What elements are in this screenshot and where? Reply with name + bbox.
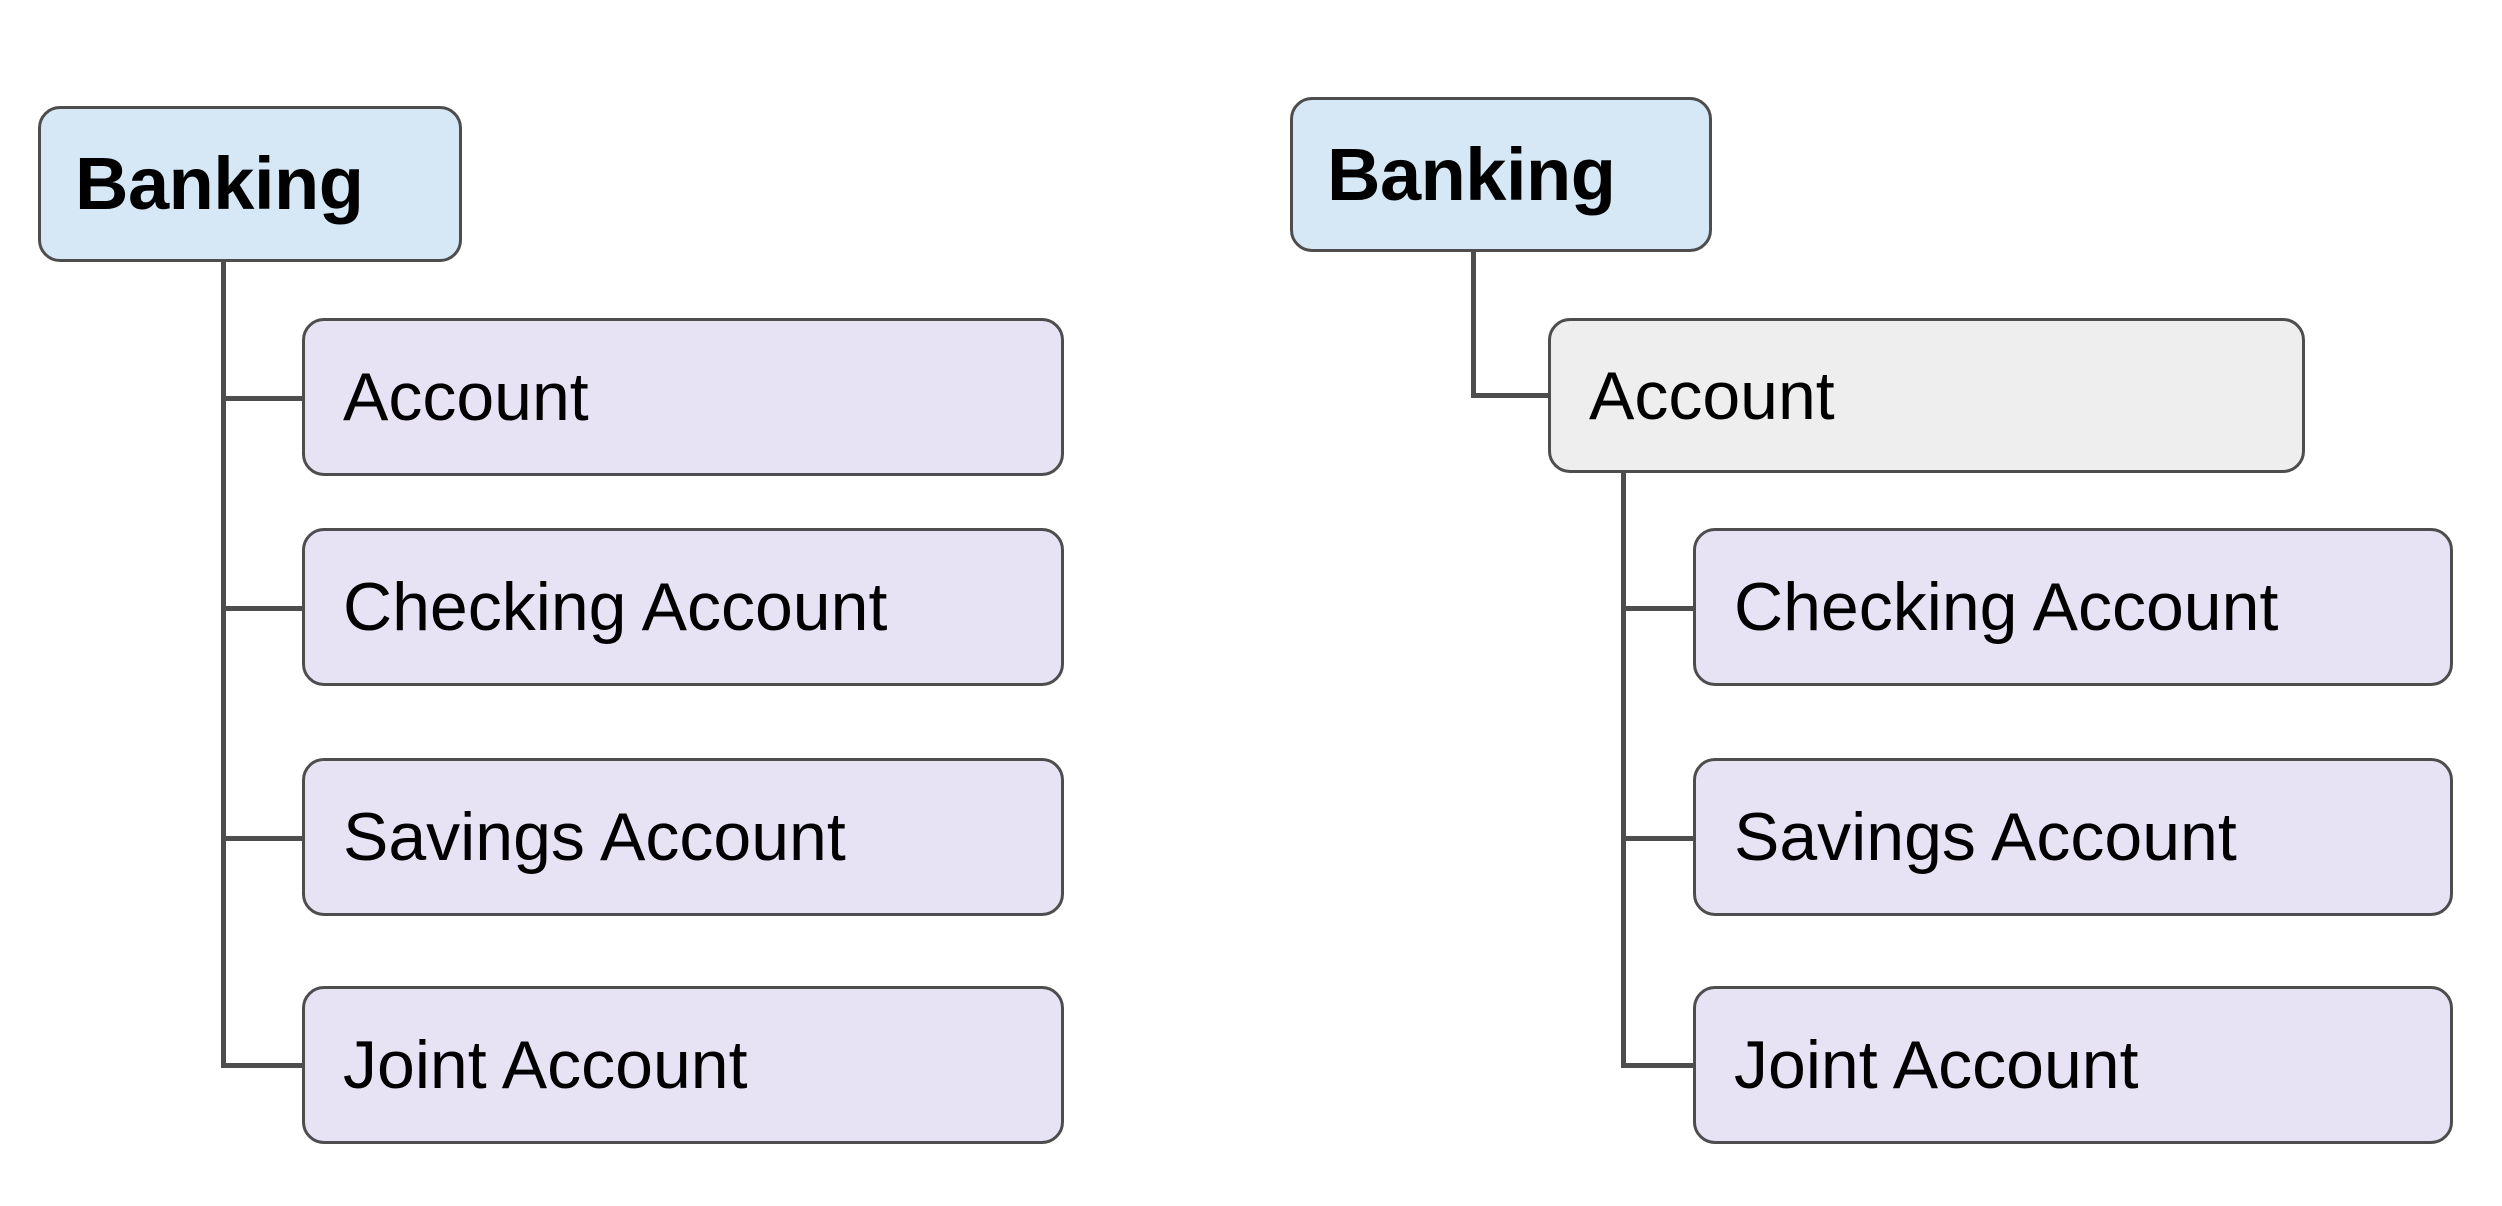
flat-node-savings-account[interactable]: Savings Account <box>302 758 1064 916</box>
nested-node-account-label: Account <box>1589 357 1835 434</box>
nested-edge-to-joint-account <box>1621 1063 1697 1068</box>
flat-edge-to-joint-account <box>221 1063 304 1068</box>
nested-edge-to-savings-account <box>1621 836 1697 841</box>
flat-node-account[interactable]: Account <box>302 318 1064 476</box>
nested-edge-banking-to-account <box>1471 393 1551 398</box>
flat-node-joint-account[interactable]: Joint Account <box>302 986 1064 1144</box>
nested-node-joint-account[interactable]: Joint Account <box>1693 986 2453 1144</box>
flat-node-account-label: Account <box>343 359 589 435</box>
nested-edge-banking-vertical <box>1471 252 1476 397</box>
flat-edge-to-checking-account <box>221 606 304 611</box>
flat-edge-to-account <box>221 396 304 401</box>
flat-node-banking-label: Banking <box>75 142 364 225</box>
nested-node-checking-account[interactable]: Checking Account <box>1693 528 2453 686</box>
nested-node-savings-account[interactable]: Savings Account <box>1693 758 2453 916</box>
flat-edge-to-savings-account <box>221 836 304 841</box>
nested-edge-to-checking-account <box>1621 606 1697 611</box>
nested-node-account[interactable]: Account <box>1548 318 2305 473</box>
nested-node-joint-account-label: Joint Account <box>1734 1027 2139 1103</box>
flat-node-checking-account[interactable]: Checking Account <box>302 528 1064 686</box>
flat-edge-spine <box>221 262 226 1066</box>
nested-node-banking-label: Banking <box>1327 132 1616 216</box>
flat-node-joint-account-label: Joint Account <box>343 1027 748 1103</box>
flat-node-savings-account-label: Savings Account <box>343 799 846 875</box>
flat-node-banking[interactable]: Banking <box>38 106 462 262</box>
nested-node-savings-account-label: Savings Account <box>1734 799 2237 875</box>
nested-node-checking-account-label: Checking Account <box>1734 569 2279 645</box>
nested-edge-account-spine <box>1621 473 1626 1066</box>
flat-node-checking-account-label: Checking Account <box>343 569 888 645</box>
nested-node-banking[interactable]: Banking <box>1290 97 1712 252</box>
